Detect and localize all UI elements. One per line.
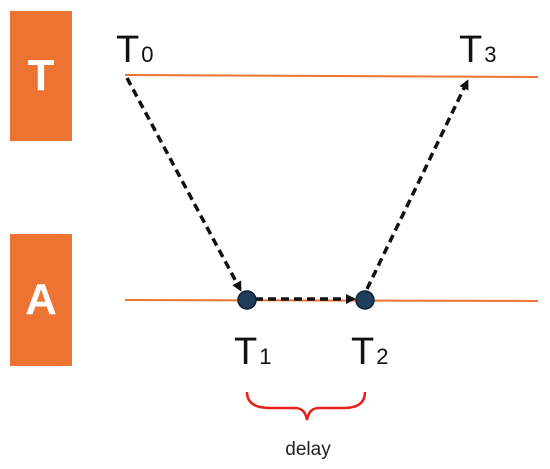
timestamp-t1: T1 xyxy=(234,331,271,373)
arrow-t0-to-t1 xyxy=(125,77,242,292)
event-dot-t2 xyxy=(355,290,375,310)
node-t-box: T xyxy=(10,11,72,141)
node-a-box: A xyxy=(10,234,72,366)
timeline-a xyxy=(124,299,539,302)
timestamp-t2: T2 xyxy=(351,331,388,373)
node-t-label: T xyxy=(27,51,55,100)
delay-label: delay xyxy=(285,439,331,460)
node-a-label: A xyxy=(25,275,57,324)
timestamp-t0: T0 xyxy=(116,29,153,71)
event-dot-t1 xyxy=(237,290,257,310)
timestamp-t3: T3 xyxy=(459,29,496,71)
timeline-t xyxy=(124,74,539,78)
arrow-t2-to-t3 xyxy=(365,79,469,290)
delay-brace xyxy=(245,391,367,421)
